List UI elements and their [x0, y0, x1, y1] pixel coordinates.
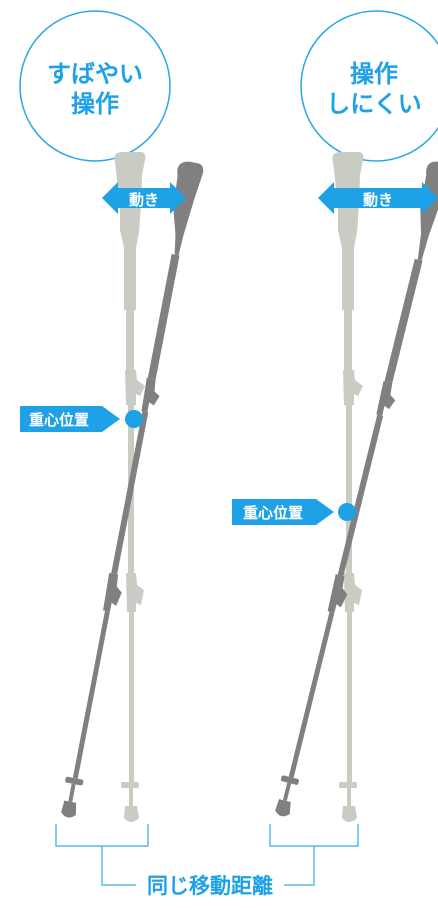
right-connector — [284, 846, 315, 886]
left-circle — [19, 10, 171, 162]
right-circle — [300, 10, 438, 162]
right-panel: 操作 しにくい 動き — [232, 10, 438, 822]
same-distance-label: 同じ移動距離 — [147, 874, 273, 898]
left-panel: すばやい 操作 動き — [19, 10, 204, 822]
left-connector — [101, 846, 136, 886]
right-cog-dot — [338, 503, 356, 521]
right-motion-arrow: 動き — [318, 182, 438, 214]
left-motion-arrow: 動き — [102, 182, 186, 214]
distance-brackets — [55, 824, 359, 886]
left-bracket — [55, 824, 149, 847]
right-circle-line2: しにくい — [326, 90, 422, 118]
right-cog-marker: 重心位置 — [232, 499, 356, 525]
left-circle-line1: すばやい — [47, 60, 143, 88]
left-motion-label: 動き — [129, 191, 159, 209]
left-cog-marker: 重心位置 — [20, 406, 143, 432]
right-cog-label: 重心位置 — [243, 504, 303, 522]
left-cog-dot — [125, 410, 143, 428]
right-circle-line1: 操作 — [350, 60, 398, 88]
left-dark-pole — [61, 161, 204, 818]
right-motion-label: 動き — [363, 191, 393, 209]
left-circle-line2: 操作 — [71, 90, 119, 118]
left-cog-label: 重心位置 — [29, 411, 89, 429]
right-light-pole — [332, 152, 364, 822]
right-bracket — [269, 824, 359, 847]
right-dark-pole — [275, 161, 438, 817]
